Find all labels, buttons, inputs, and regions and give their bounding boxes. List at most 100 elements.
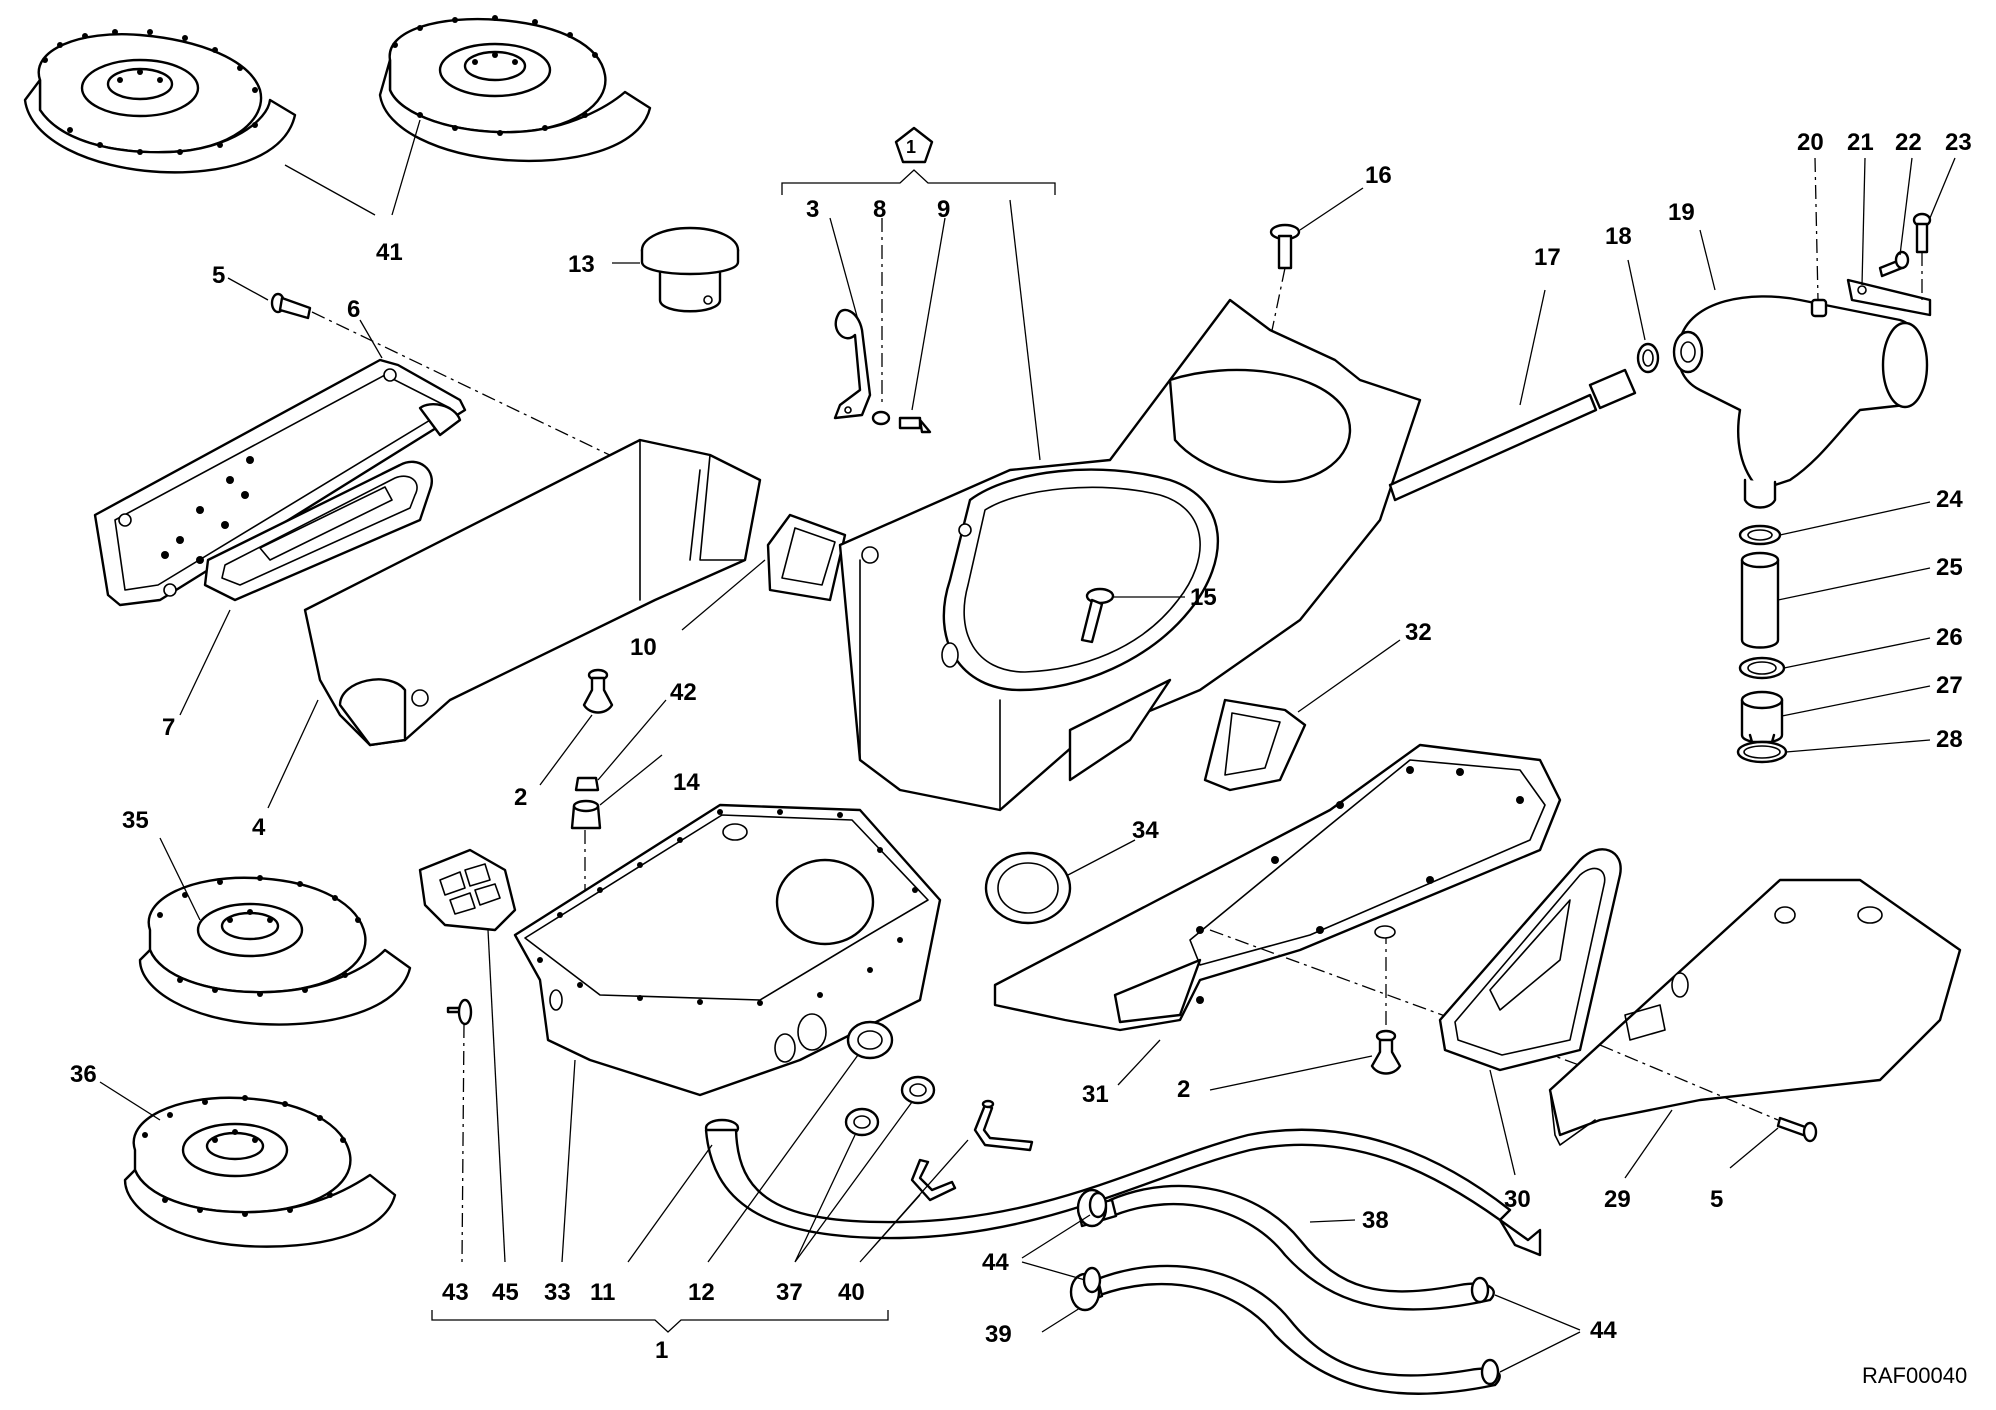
callout-34: 34 <box>1132 817 1159 844</box>
nut-42 <box>574 776 600 792</box>
grommet-37-b <box>900 1075 936 1105</box>
screw-23 <box>1912 212 1932 254</box>
callout-25: 25 <box>1936 554 1963 581</box>
valve-27 <box>1740 690 1784 744</box>
callout-43: 43 <box>442 1279 469 1306</box>
o-ring-34 <box>984 851 1072 925</box>
hose-38 <box>1076 1184 1495 1311</box>
callout-27: 27 <box>1936 672 1963 699</box>
o-ring-28 <box>1736 740 1788 764</box>
callout-35: 35 <box>122 807 149 834</box>
clamp-26 <box>1738 656 1786 680</box>
hose-11 <box>704 1118 1542 1257</box>
side-frame-6 <box>93 358 467 607</box>
coil-trim-strip-35 <box>138 875 412 1026</box>
callout-29: 29 <box>1604 1186 1631 1213</box>
screw-9 <box>898 416 932 434</box>
callout-5-right: 5 <box>1710 1186 1723 1213</box>
callout-15: 15 <box>1190 584 1217 611</box>
sleeve-25 <box>1740 551 1780 649</box>
screw-16 <box>1269 223 1301 270</box>
callout-17: 17 <box>1534 244 1561 271</box>
svg-text:1: 1 <box>906 137 916 157</box>
breather-hose-17 <box>1388 368 1637 502</box>
callout-37: 37 <box>776 1279 803 1306</box>
callout-21: 21 <box>1847 129 1874 156</box>
callout-30: 30 <box>1504 1186 1531 1213</box>
grommet-37-a <box>844 1107 880 1137</box>
callout-2-upper: 2 <box>514 784 527 811</box>
callout-44-right: 44 <box>1590 1317 1617 1344</box>
callout-20: 20 <box>1797 129 1824 156</box>
callout-40: 40 <box>838 1279 865 1306</box>
callout-7: 7 <box>162 714 175 741</box>
callout-36: 36 <box>70 1061 97 1088</box>
grommet-20 <box>1810 298 1828 318</box>
screw-5-left <box>270 292 312 320</box>
callout-26: 26 <box>1936 624 1963 651</box>
hose-clamp-44 <box>1082 1191 1500 1386</box>
callout-23: 23 <box>1945 129 1972 156</box>
bolt-15 <box>1080 587 1115 644</box>
callout-4: 4 <box>252 814 266 841</box>
callout-39: 39 <box>985 1321 1012 1348</box>
seal-frame-10 <box>766 513 847 602</box>
rubber-mount-2-lower <box>1370 1029 1402 1075</box>
separator-19 <box>1672 295 1929 509</box>
callout-5-left: 5 <box>212 262 225 289</box>
callout-41: 41 <box>376 239 403 266</box>
screw-22 <box>1878 250 1910 278</box>
coil-trim-strip-36 <box>123 1095 397 1248</box>
bracket-3 <box>833 308 872 420</box>
lower-tray-33 <box>513 803 942 1097</box>
callout-45: 45 <box>492 1279 519 1306</box>
hose-39 <box>1069 1264 1501 1395</box>
callout-12: 12 <box>688 1279 715 1306</box>
filter-frame-30 <box>1438 848 1622 1072</box>
callout-33: 33 <box>544 1279 571 1306</box>
callout-9: 9 <box>937 196 950 223</box>
callout-13: 13 <box>568 251 595 278</box>
coil-trim-strip-right <box>378 15 652 163</box>
callout-38: 38 <box>1362 1207 1389 1234</box>
pipe-40-b <box>910 1158 957 1202</box>
callout-6: 6 <box>347 296 360 323</box>
pipe-40-a <box>973 1099 1034 1152</box>
callout-32: 32 <box>1405 619 1432 646</box>
frame-32 <box>1203 698 1307 792</box>
callout-1: 1 <box>655 1337 668 1364</box>
duct-frame-31 <box>993 743 1621 1081</box>
callout-19: 19 <box>1668 199 1695 226</box>
clamp-18 <box>1636 342 1660 374</box>
spacer-14 <box>570 799 602 830</box>
coil-trim-strip-left <box>23 29 297 174</box>
filter-frame-7 <box>203 460 433 602</box>
clamp-24 <box>1738 524 1782 546</box>
air-duct-4 <box>303 438 762 747</box>
callout-18: 18 <box>1605 223 1632 250</box>
washer-8 <box>871 410 891 426</box>
filter-grille-45 <box>418 848 517 932</box>
reference-code: RAF00040 <box>1862 1363 1967 1388</box>
pin-43 <box>446 998 473 1026</box>
callout-31: 31 <box>1082 1081 1109 1108</box>
callout-28: 28 <box>1936 726 1963 753</box>
kit-symbol: 1 <box>894 126 934 164</box>
callout-11: 11 <box>590 1279 615 1306</box>
rubber-mount-2-upper <box>582 668 614 714</box>
bracket-21 <box>1846 278 1932 317</box>
callout-24: 24 <box>1936 486 1963 513</box>
callout-10: 10 <box>630 634 657 661</box>
cover-29 <box>1548 878 1962 1146</box>
callout-16: 16 <box>1365 162 1392 189</box>
screw-5-right <box>1776 1116 1818 1143</box>
callout-42: 42 <box>670 679 697 706</box>
callout-22: 22 <box>1895 129 1922 156</box>
callout-8: 8 <box>873 196 886 223</box>
callout-14: 14 <box>673 769 700 796</box>
callout-2-lower: 2 <box>1177 1076 1190 1103</box>
callout-3: 3 <box>806 196 819 223</box>
callout-44-left: 44 <box>982 1249 1009 1276</box>
filler-cap <box>640 226 740 313</box>
